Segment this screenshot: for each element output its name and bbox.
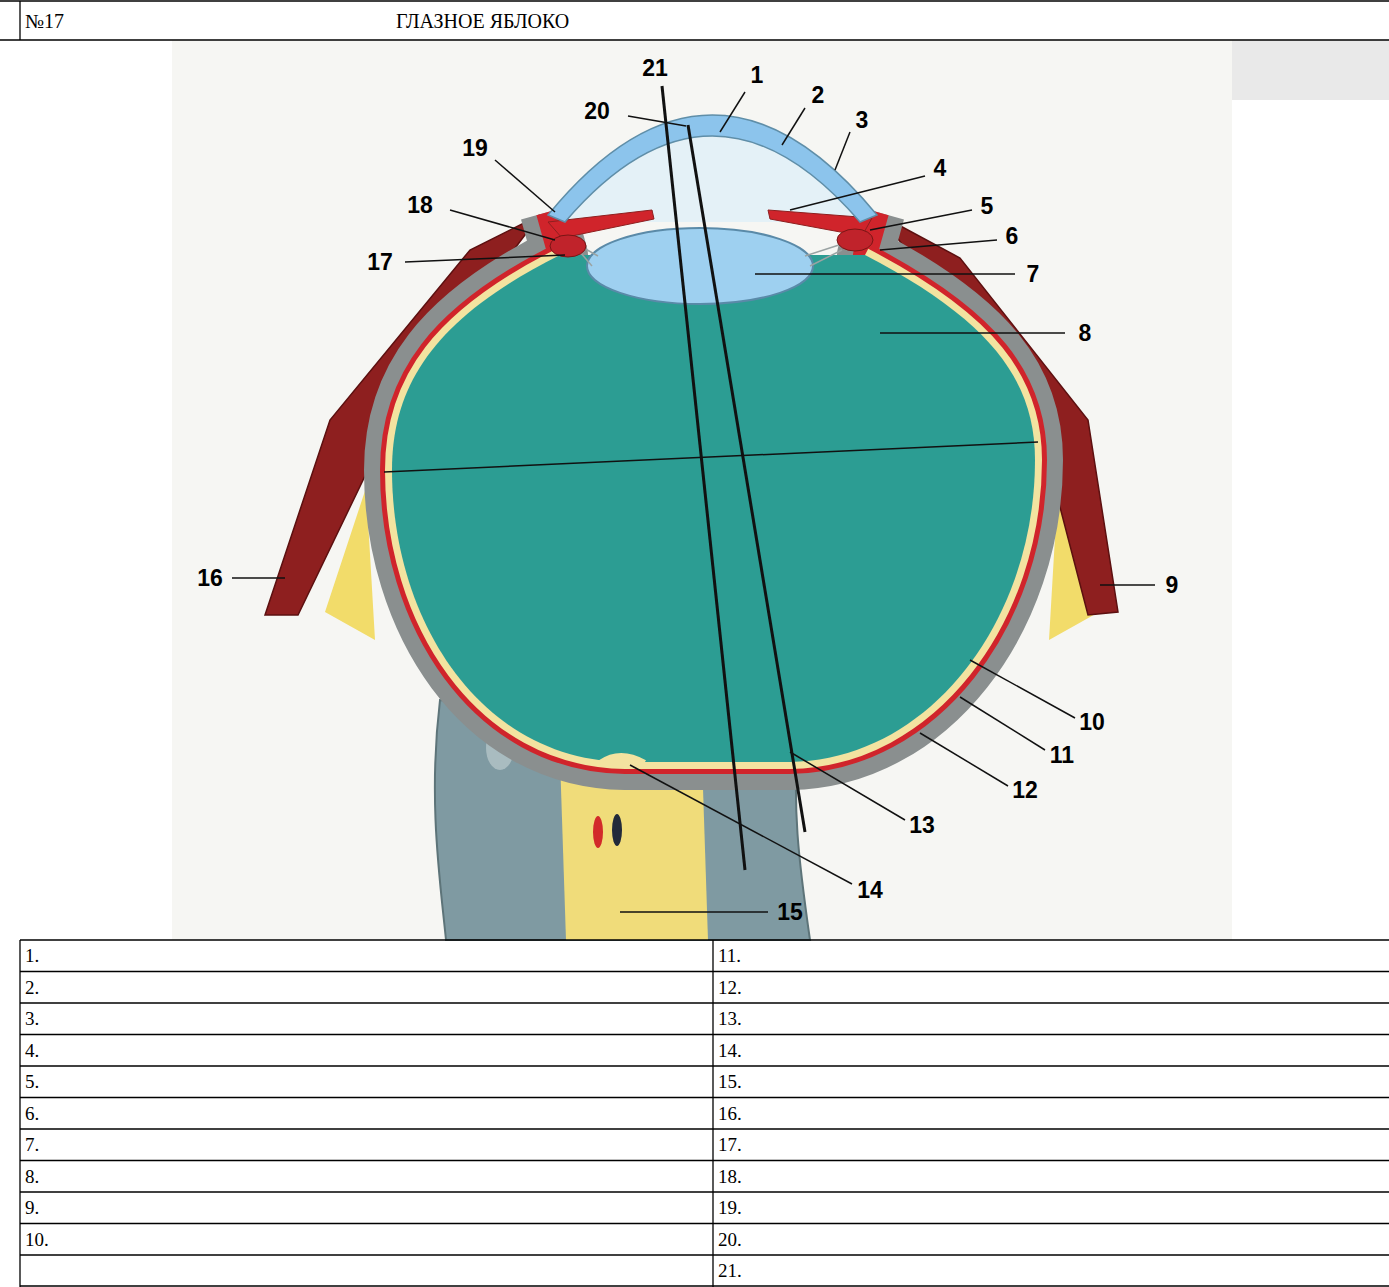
table-cell: 7.: [25, 1135, 39, 1154]
table-cell: 9.: [25, 1198, 39, 1217]
callout-number: 8: [1079, 322, 1092, 345]
table-cell: 11.: [718, 946, 741, 965]
table-cell: 16.: [718, 1104, 742, 1123]
callout-number: 1: [751, 64, 764, 87]
table-cell: 1.: [25, 946, 39, 965]
vitreous-body: [392, 255, 1035, 762]
equator-line: [384, 442, 1038, 472]
vein: [612, 814, 622, 846]
lens: [587, 228, 813, 304]
table-cell: 12.: [718, 978, 742, 997]
table-cell: 13.: [718, 1009, 742, 1028]
table-cell: 19.: [718, 1198, 742, 1217]
page-title: ГЛАЗНОЕ ЯБЛОКО: [396, 11, 569, 31]
table-cell: 8.: [25, 1167, 39, 1186]
table-cell: 17.: [718, 1135, 742, 1154]
callout-number: 18: [407, 194, 433, 217]
figure-edge: [1232, 40, 1389, 100]
callout-number: 2: [812, 84, 825, 107]
callout-number: 3: [856, 109, 869, 132]
choroid: [392, 212, 1035, 762]
table-cell: 14.: [718, 1041, 742, 1060]
table-cell: 3.: [25, 1009, 39, 1028]
ciliary-body: [550, 235, 586, 257]
callout-number: 15: [777, 901, 803, 924]
table-cell: 2.: [25, 978, 39, 997]
retina: [392, 255, 1035, 762]
ciliary-body: [837, 229, 873, 251]
callout-number: 17: [367, 251, 393, 274]
table-cell: 15.: [718, 1072, 742, 1091]
callout-number: 9: [1166, 574, 1179, 597]
table-cell: 10.: [25, 1230, 49, 1249]
table-cell: 20.: [718, 1230, 742, 1249]
optical-axis: [662, 86, 745, 870]
callout-number: 16: [197, 567, 223, 590]
optic-disc: [600, 755, 645, 762]
callout-number: 14: [857, 879, 883, 902]
leader-line: [232, 92, 1155, 912]
figure-ground: [172, 40, 1232, 940]
callout-number: 21: [642, 57, 668, 80]
sclera: [392, 212, 1035, 762]
callout-number: 20: [584, 100, 610, 123]
callout-number: 7: [1027, 263, 1040, 286]
visual-axis: [688, 125, 805, 832]
callout-number: 5: [981, 195, 994, 218]
callout-number: 13: [909, 814, 935, 837]
table-cell: 18.: [718, 1167, 742, 1186]
table-cell: 5.: [25, 1072, 39, 1091]
sheet-number: №17: [25, 11, 64, 31]
table-cell: 21.: [718, 1261, 742, 1280]
callout-number: 11: [1050, 744, 1074, 767]
callout-number: 10: [1079, 711, 1105, 734]
callout-number: 12: [1012, 779, 1038, 802]
callout-number: 4: [934, 157, 947, 180]
callout-number: 19: [462, 137, 488, 160]
artery: [593, 816, 603, 848]
cornea: [548, 115, 877, 222]
table-cell: 4.: [25, 1041, 39, 1060]
callout-number: 6: [1006, 225, 1019, 248]
table-cell: 6.: [25, 1104, 39, 1123]
